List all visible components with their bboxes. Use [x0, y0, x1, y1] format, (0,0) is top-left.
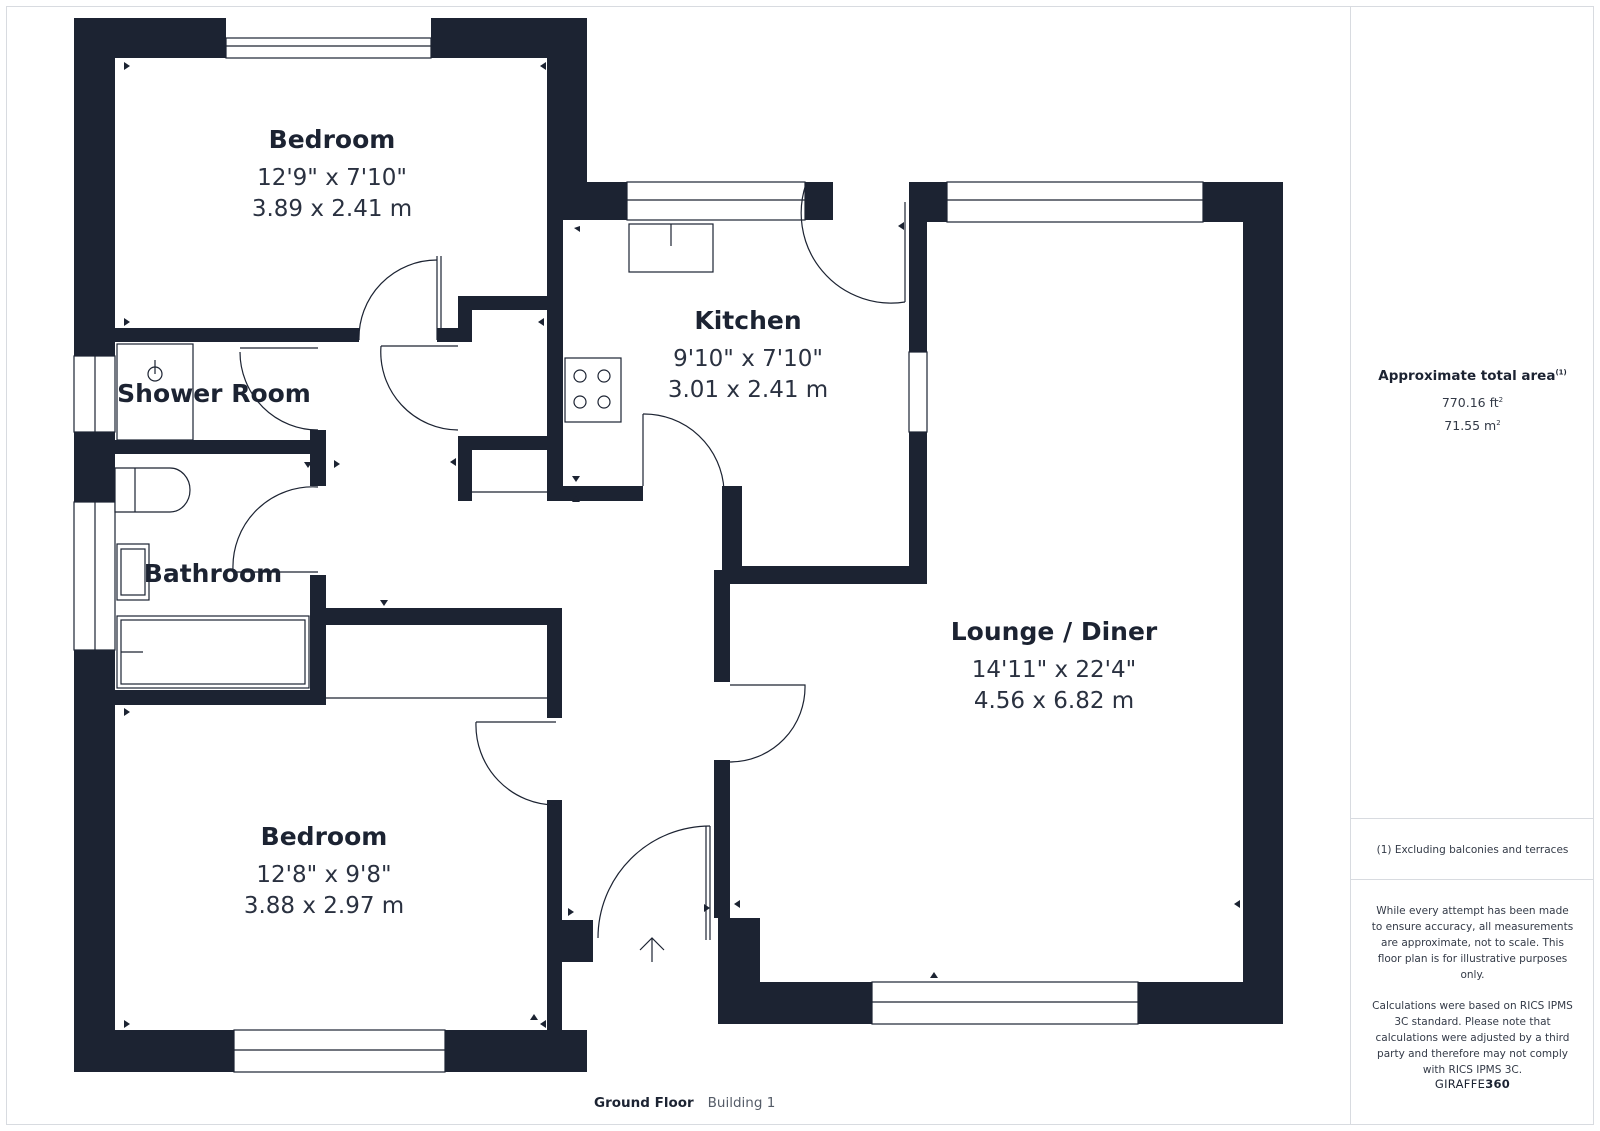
- divider: [1351, 879, 1594, 880]
- wall: [74, 18, 115, 342]
- toilet: [114, 467, 191, 513]
- window: [908, 351, 928, 433]
- building-name: Building 1: [707, 1095, 776, 1111]
- wall: [445, 1030, 587, 1072]
- room-metric: 3.88 x 2.97 m: [244, 893, 404, 919]
- room-name: Lounge / Diner: [951, 617, 1158, 646]
- wall: [805, 182, 833, 220]
- room-name: Bathroom: [144, 559, 282, 588]
- room-name: Kitchen: [694, 306, 801, 335]
- window: [626, 181, 806, 221]
- doors: [232, 183, 906, 940]
- wall: [909, 432, 927, 582]
- wall: [1138, 982, 1283, 1024]
- door-swing: [358, 259, 438, 341]
- room-imperial: 9'10" x 7'10": [673, 346, 823, 372]
- door-swing: [800, 183, 906, 304]
- door-swing: [597, 825, 711, 939]
- door-swing: [475, 721, 557, 806]
- wall: [727, 566, 927, 584]
- wall: [74, 432, 115, 502]
- brand-logo: GIRAFFE360: [1434, 1077, 1511, 1091]
- room-name: Bedroom: [261, 822, 388, 851]
- wall: [310, 430, 326, 486]
- disclaimer-rics: Calculations were based on RICS IPMS 3C …: [1372, 1000, 1573, 1076]
- wall: [714, 760, 730, 918]
- windows: [73, 37, 1204, 1073]
- entrance-arrow: [639, 937, 665, 962]
- room-name: Shower Room: [117, 379, 311, 408]
- area-sqft: 770.16 ft2: [1441, 395, 1504, 410]
- door-swing: [642, 413, 725, 491]
- room-name: Bedroom: [269, 125, 396, 154]
- page-frame: [6, 6, 1594, 1125]
- window: [225, 37, 432, 59]
- divider: [1351, 818, 1594, 819]
- wall: [74, 342, 115, 356]
- door-swing: [380, 345, 459, 431]
- footnote-marker: (1): [1555, 368, 1567, 377]
- wall: [310, 575, 326, 705]
- wall: [714, 570, 730, 682]
- wall: [547, 800, 562, 1030]
- wall: [547, 920, 593, 962]
- disclaimer: While every attempt has been made to ens…: [1371, 903, 1574, 1093]
- room-labels: Bedroom 12'9" x 7'10" 3.89 x 2.41 m Kitc…: [117, 125, 1158, 919]
- wall: [74, 650, 115, 1072]
- room-imperial: 12'8" x 9'8": [256, 862, 391, 888]
- window: [871, 981, 1139, 1025]
- door-swing: [239, 351, 319, 431]
- wall: [115, 690, 326, 705]
- walls: [74, 18, 1283, 1072]
- fixtures: [114, 223, 714, 689]
- area-sqm: 71.55 m2: [1444, 418, 1501, 433]
- wall: [722, 486, 742, 582]
- floor-name: Ground Floor: [594, 1095, 694, 1111]
- wall: [1243, 182, 1283, 1024]
- room-metric: 3.01 x 2.41 m: [668, 377, 828, 403]
- wall: [74, 328, 359, 342]
- door-swing: [232, 486, 319, 571]
- wall: [74, 1030, 234, 1072]
- room-imperial: 14'11" x 22'4": [972, 657, 1136, 683]
- wall: [458, 436, 472, 501]
- room-metric: 4.56 x 6.82 m: [974, 688, 1134, 714]
- wall: [115, 440, 320, 454]
- footnote: (1) Excluding balconies and terraces: [1376, 844, 1569, 856]
- wall: [458, 436, 563, 450]
- wall: [547, 182, 563, 322]
- wall: [458, 296, 563, 310]
- measure-ticks: [124, 62, 1240, 1028]
- room-imperial: 12'9" x 7'10": [257, 165, 407, 191]
- wall: [547, 18, 587, 182]
- room-metric: 3.89 x 2.41 m: [252, 196, 412, 222]
- window: [946, 181, 1204, 223]
- door-swing: [729, 684, 806, 763]
- hob: [564, 357, 622, 423]
- info-sidebar: Approximate total area(1) 770.16 ft2 71.…: [1350, 6, 1594, 1125]
- floor-caption: Ground Floor Building 1: [594, 1095, 775, 1111]
- wall: [326, 608, 562, 625]
- wall: [909, 182, 927, 352]
- area-title: Approximate total area(1): [1378, 368, 1567, 384]
- disclaimer-accuracy: While every attempt has been made to ens…: [1371, 905, 1574, 981]
- wall: [547, 486, 643, 501]
- window: [233, 1029, 446, 1073]
- wall: [547, 608, 562, 718]
- wall: [437, 328, 472, 342]
- wall: [718, 918, 760, 1024]
- floor-plan: Bedroom 12'9" x 7'10" 3.89 x 2.41 m Kitc…: [73, 18, 1283, 1073]
- wall: [547, 300, 563, 490]
